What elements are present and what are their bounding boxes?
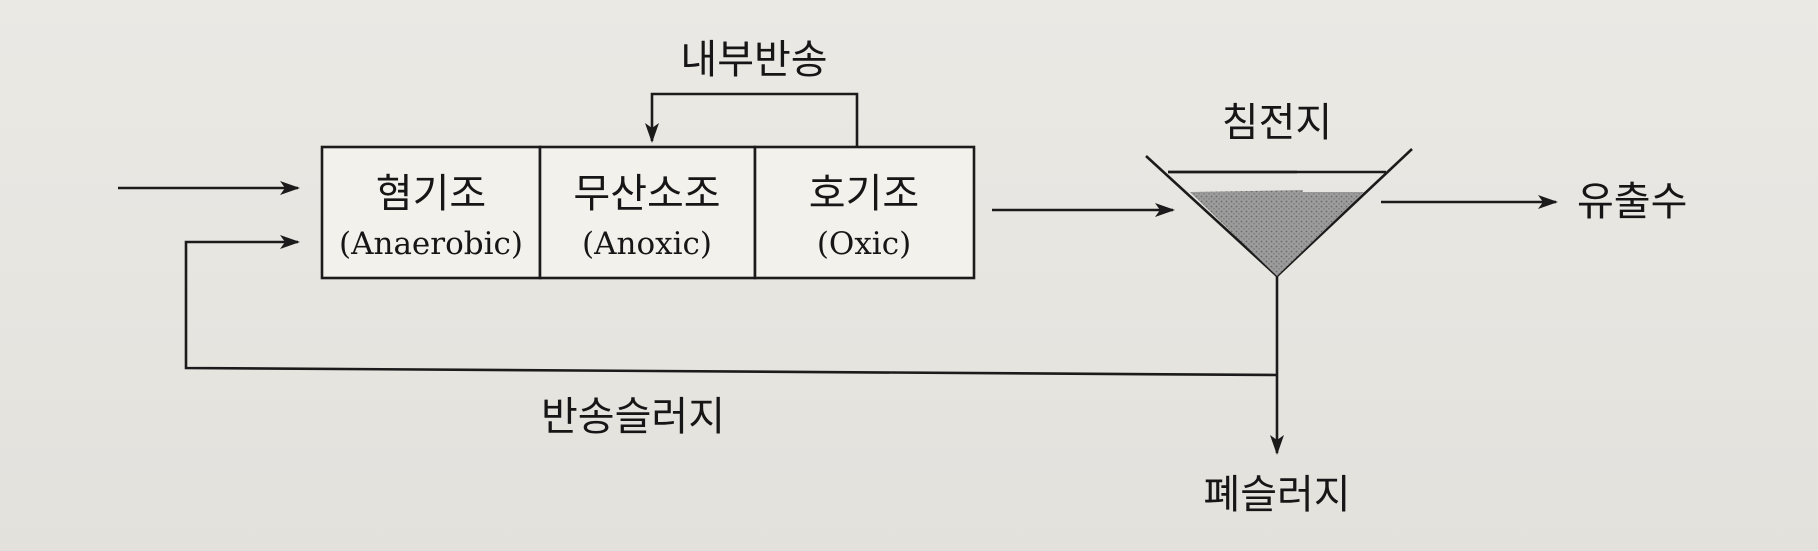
clarifier-label: 침전지 [1222,100,1332,146]
anoxic-tank-box [538,145,757,280]
clarifier-left-wall [1145,155,1278,277]
reactor-anoxic-sublabel: (Anoxic) [582,226,712,262]
return-sludge-arrow [184,235,1278,377]
clarifier-sludge-fill [1190,192,1364,276]
reactor-train: 혐기조 (Anaerobic) 무산소조 (Anoxic) 호기조 (Oxic) [320,145,976,280]
return-sludge-label: 반송슬러지 [541,394,725,440]
reactor-oxic-label: 호기조 [809,171,919,217]
clarifier [1145,148,1413,277]
oxic-tank-box [753,145,976,280]
effluent-label: 유출수 [1577,179,1687,225]
clarifier-right-wall [1276,148,1413,277]
reactor-anaerobic-sublabel: (Anaerobic) [339,226,523,262]
reactor-anoxic-label: 무산소조 [573,171,720,217]
internal-recycle-arrow [645,92,859,147]
reactor-oxic-sublabel: (Oxic) [817,226,911,262]
waste-sludge-label: 폐슬러지 [1203,472,1350,518]
internal-recycle-label: 내부반송 [680,37,827,83]
reactor-anaerobic-label: 혐기조 [376,171,486,217]
